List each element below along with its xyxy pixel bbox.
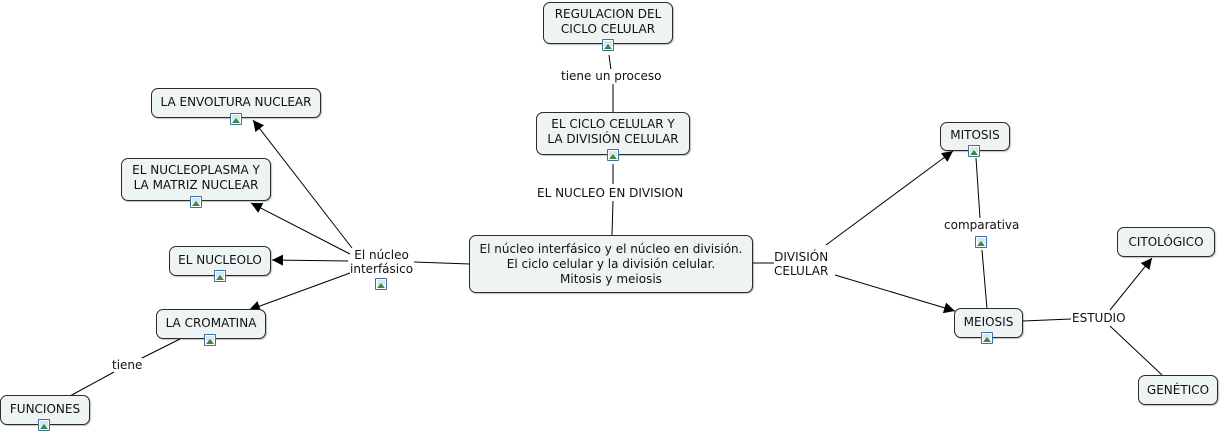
image-resource-icon[interactable]: [214, 270, 226, 282]
link-label-estudio: ESTUDIO: [1072, 311, 1126, 325]
arrow-to-citologico: [1109, 257, 1153, 311]
concept-citologico[interactable]: CITOLÓGICO: [1117, 227, 1215, 257]
line-central-interfasico: [413, 261, 471, 265]
concept-genetico[interactable]: GENÉTICO: [1138, 375, 1218, 405]
line-meiosis-estudio: [1022, 318, 1072, 322]
concept-regulacion-ciclo-celular[interactable]: REGULACION DEL CICLO CELULAR: [543, 2, 673, 44]
concept-nucleoplasma-matriz[interactable]: EL NUCLEOPLASMA Y LA MATRIZ NUCLEAR: [121, 158, 271, 201]
image-resource-icon[interactable]: [190, 196, 202, 208]
concept-central-nucleo[interactable]: El núcleo interfásico y el núcleo en div…: [469, 235, 753, 293]
image-resource-icon[interactable]: [981, 332, 993, 344]
image-resource-icon[interactable]: [375, 278, 387, 290]
image-resource-icon[interactable]: [230, 113, 242, 125]
concept-cromatina[interactable]: LA CROMATINA: [156, 309, 266, 339]
arrow-to-nucleolo: [271, 254, 349, 266]
link-label-tiene-un-proceso: tiene un proceso: [561, 69, 662, 83]
line-tiene-funciones: [69, 371, 115, 397]
arrow-to-mitosis: [825, 150, 954, 246]
link-label-nucleo-interfasico: El núcleo interfásico: [350, 248, 414, 276]
link-label-nucleo-en-division: EL NUCLEO EN DIVISION: [537, 186, 684, 200]
link-label-division-celular: DIVISIÓN CELULAR: [774, 250, 829, 278]
line-regulacion-proceso: [608, 54, 612, 71]
arrow-to-meiosis: [834, 274, 956, 314]
concept-ciclo-celular-division[interactable]: EL CICLO CELULAR Y LA DIVISIÓN CELULAR: [536, 112, 690, 155]
image-resource-icon[interactable]: [204, 334, 216, 346]
arrow-to-envoltura: [252, 119, 353, 249]
arrow-to-cromatina: [248, 272, 351, 312]
line-mitosis-comparativa: [975, 157, 981, 219]
arrow-to-nucleoplasma: [250, 202, 351, 255]
link-label-tiene: tiene: [112, 358, 143, 372]
line-comparativa-meiosis: [981, 249, 988, 310]
image-resource-icon[interactable]: [602, 39, 614, 51]
image-resource-icon[interactable]: [607, 149, 619, 161]
line-cromatina-tiene: [139, 338, 181, 360]
image-resource-icon[interactable]: [975, 236, 987, 248]
line-division-central: [611, 200, 614, 236]
image-resource-icon[interactable]: [968, 145, 980, 157]
link-label-comparativa: comparativa: [944, 218, 1020, 232]
line-estudio-genetico: [1109, 325, 1163, 376]
concept-funciones[interactable]: FUNCIONES: [0, 395, 90, 425]
image-resource-icon[interactable]: [38, 419, 50, 431]
